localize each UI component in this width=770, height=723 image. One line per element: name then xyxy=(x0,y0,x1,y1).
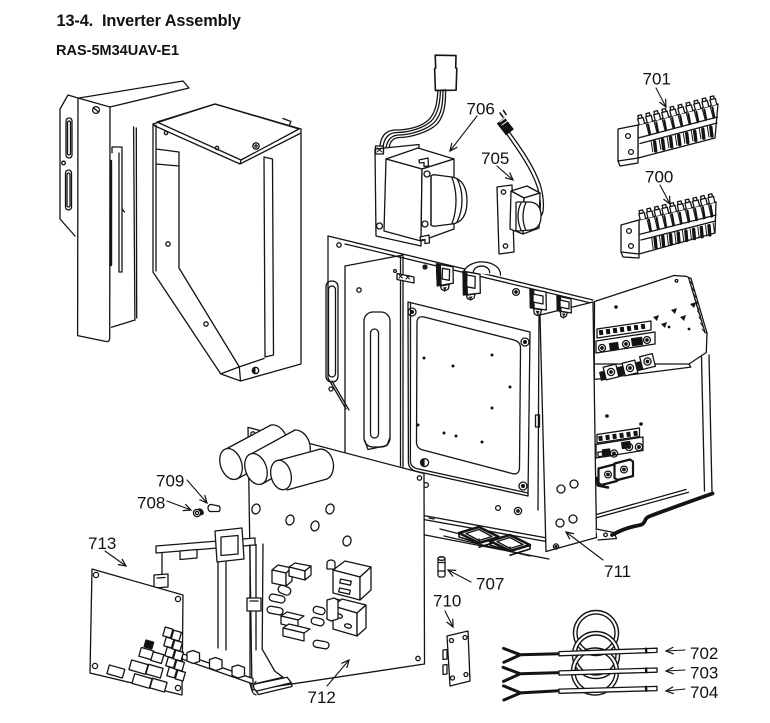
svg-text:701: 701 xyxy=(643,70,671,89)
svg-text:710: 710 xyxy=(433,592,461,611)
svg-text:705: 705 xyxy=(481,149,509,168)
svg-text:RAS-5M34UAV-E1: RAS-5M34UAV-E1 xyxy=(56,43,179,59)
svg-text:707: 707 xyxy=(476,575,504,594)
svg-text:703: 703 xyxy=(690,664,718,683)
svg-text:711: 711 xyxy=(604,562,631,581)
svg-text:706: 706 xyxy=(467,100,495,119)
svg-text:702: 702 xyxy=(690,644,718,663)
svg-text:709: 709 xyxy=(156,472,184,491)
svg-text:712: 712 xyxy=(308,688,336,707)
svg-text:704: 704 xyxy=(690,683,718,702)
svg-text:13-4. Inverter Assembly: 13-4. Inverter Assembly xyxy=(57,12,241,30)
svg-text:708: 708 xyxy=(137,494,165,513)
svg-text:713: 713 xyxy=(88,534,116,553)
svg-text:700: 700 xyxy=(645,168,673,187)
